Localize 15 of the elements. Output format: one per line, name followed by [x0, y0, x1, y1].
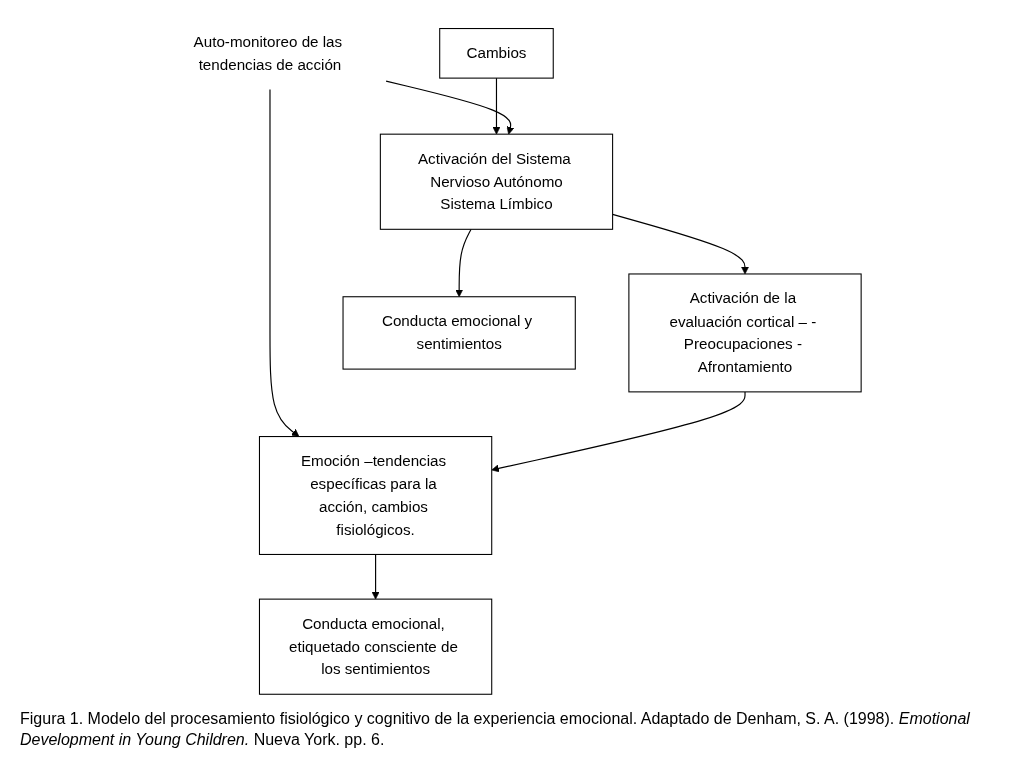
arrow [385, 80, 515, 135]
node-box: Activación de la evaluación cortical – - Preocupaciones - Afrontamiento [628, 273, 862, 393]
arrow [269, 88, 300, 437]
node-text: Auto-monitoreo de las tendencias de acción [193, 33, 343, 73]
arrow [491, 391, 746, 473]
node-box: Emoción –tendencias específicas para la acción, cambios fisiológicos. [258, 436, 493, 555]
figure-caption: Figura 1. Modelo del procesamiento fisiológico y cognitivo de la experiencia emocional. Adaptado de Denham, S. A. (1998). Emotional Development in Young Children. Nueva York. pp. 6. [20, 709, 971, 751]
arrow [371, 553, 380, 600]
node-box: Activación del Sistema Nervioso Autónomo Sistema Límbico [379, 133, 614, 230]
arrow [455, 228, 472, 298]
node-box: Conducta emocional, etiquetado consciente de los sentimientos [258, 598, 493, 695]
arrow [492, 77, 501, 135]
arrow [612, 213, 749, 275]
node-box: Cambios [439, 28, 554, 79]
node-box: Conducta emocional y sentimientos [342, 296, 576, 370]
